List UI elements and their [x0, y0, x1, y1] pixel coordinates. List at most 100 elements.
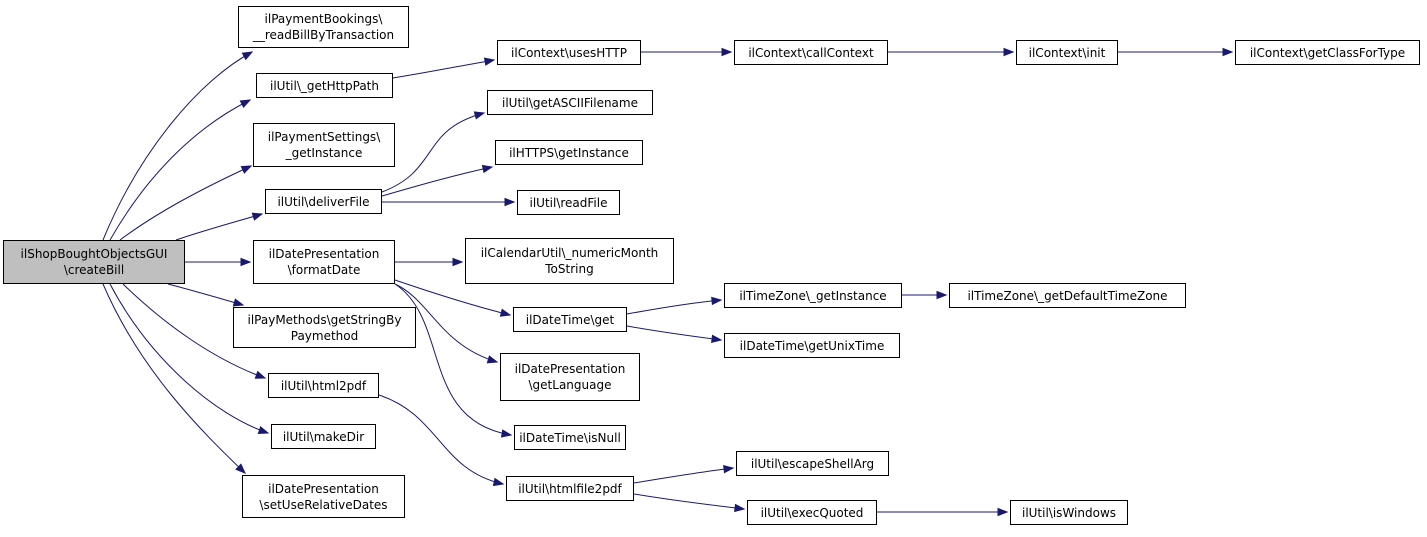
node-n_readfile[interactable]: ilUtil\readFile [517, 190, 620, 215]
node-n_unixtime[interactable]: ilDateTime\getUnixTime [724, 333, 900, 358]
node-label-line: \createBill [63, 263, 125, 277]
node-n_tzdefault[interactable]: ilTimeZone\_getDefaultTimeZone [949, 283, 1186, 308]
node-label-line: ilContext\callContext [748, 45, 874, 60]
node-label-line: ilUtil\escapeShellArg [750, 456, 875, 471]
node-label-line: Paymethod [290, 328, 359, 343]
node-n_getascii[interactable]: ilUtil\getASCIIFilename [487, 90, 653, 115]
node-n_https[interactable]: ilHTTPS\getInstance [495, 140, 643, 165]
arrowhead-n_useshttp [483, 57, 496, 66]
node-n_gethttppath[interactable]: ilUtil\_getHttpPath [256, 73, 393, 98]
node-n_execquoted[interactable]: ilUtil\execQuoted [747, 500, 877, 525]
node-label-line: ilTimeZone\_getDefaultTimeZone [967, 288, 1168, 303]
node-label-line: ilPaymentBookings\ [264, 12, 383, 26]
node-n_callcontext[interactable]: ilContext\callContext [734, 40, 888, 65]
edge-n_htmlfile2pdf-to-n_execquoted [633, 493, 745, 510]
node-n_escapeshell[interactable]: ilUtil\escapeShellArg [736, 451, 889, 476]
node-label-line: ilTimeZone\_getInstance [739, 288, 887, 303]
node-n_html2pdf[interactable]: ilUtil\html2pdf [268, 373, 379, 398]
node-label-line: ilContext\init [1028, 45, 1106, 60]
node-n_deliverfile[interactable]: ilUtil\deliverFile [265, 189, 382, 214]
node-n_formatdate[interactable]: ilDatePresentation\formatDate [253, 240, 395, 284]
edge-root-to-n_paysettings [119, 165, 252, 241]
edge-n_formatdate-to-n_datetimeget [394, 279, 511, 316]
node-label-line: ilUtil\execQuoted [760, 505, 864, 520]
edge-n_htmlfile2pdf-to-n_escapeshell [633, 467, 734, 484]
edge-n_datetimeget-to-n_tzinstance [626, 299, 722, 315]
arrowhead-n_makedir [257, 425, 270, 434]
node-n_tzinstance[interactable]: ilTimeZone\_getInstance [724, 283, 902, 308]
arrowhead-n_getascii [473, 111, 486, 120]
node-label-line: ilShopBoughtObjectsGUI [20, 247, 168, 261]
node-label-line: ilUtil\html2pdf [280, 378, 367, 393]
arrowhead-n_callcontext [721, 47, 733, 57]
node-label-line: \setUseRelativeDates [259, 497, 388, 512]
node-label-line: ilUtil\deliverFile [277, 194, 370, 209]
arrowhead-n_paysettings [240, 165, 253, 174]
arrowhead-n_gethttppath [239, 99, 252, 109]
arrowhead-n_escapeshell [723, 464, 735, 474]
edge-root-to-n_paymethods [167, 283, 244, 306]
node-label-line: ilUtil\makeDir [282, 429, 365, 444]
edge-n_deliverfile-to-n_https [381, 166, 493, 197]
node-label-line: ilDateTime\get [525, 312, 615, 327]
node-root[interactable]: ilShopBoughtObjectsGUI \createBill [3, 240, 185, 284]
node-label-line: ilDateTime\isNull [519, 430, 621, 445]
node-n_getlanguage[interactable]: ilDatePresentation\getLanguage [500, 353, 640, 401]
node-n_paysettings[interactable]: ilPaymentSettings\_getInstance [253, 123, 395, 167]
node-label-line: ilDateTime\getUnixTime [739, 338, 885, 353]
edge-root-to-n_deliverfile [175, 213, 263, 241]
arrowhead-n_isnull [500, 429, 513, 438]
arrowhead-n_tzinstance [711, 296, 723, 306]
edge-root-to-n_makedir [109, 283, 269, 434]
node-label-line: \getLanguage [528, 378, 612, 392]
node-n_datetimeget[interactable]: ilDateTime\get [513, 307, 627, 332]
node-label-line: ilUtil\htmlfile2pdf [518, 481, 622, 496]
edge-n_formatdate-to-n_getlanguage [394, 283, 498, 363]
node-n_getclassfortype[interactable]: ilContext\getClassForType [1235, 40, 1420, 65]
arrowhead-n_init [1003, 47, 1015, 57]
arrowhead-n_html2pdf [254, 370, 267, 379]
edge-n_deliverfile-to-n_getascii [381, 112, 485, 193]
edge-n_datetimeget-to-n_unixtime [626, 325, 722, 341]
arrowhead-n_htmlfile2pdf [492, 477, 505, 487]
edge-root-to-n_setrelative [102, 283, 246, 474]
node-label-line: ilHTTPS\getInstance [509, 145, 629, 160]
arrowhead-n_datetimeget [499, 308, 512, 317]
edge-root-to-n_readbill [102, 51, 253, 241]
arrowhead-n_tzdefault [936, 290, 948, 300]
node-n_setrelative[interactable]: ilDatePresentation\setUseRelativeDates [242, 475, 405, 518]
arrowhead-n_https [481, 164, 494, 174]
node-label-line: ilCalendarUtil\_numericMonth [480, 246, 659, 260]
node-n_isnull[interactable]: ilDateTime\isNull [514, 425, 626, 450]
node-n_iswindows[interactable]: ilUtil\isWindows [1010, 500, 1128, 525]
node-label-line: __readBillByTransaction [252, 28, 395, 42]
arrowhead-n_execquoted [734, 503, 746, 513]
node-n_readbill[interactable]: ilPaymentBookings\ __readBillByTransactio… [238, 6, 409, 48]
node-label-line: ilContext\getClassForType [1249, 45, 1406, 60]
node-label-line: ilUtil\readFile [529, 195, 608, 210]
node-label-line: \formatDate [287, 263, 361, 277]
arrowhead-n_readbill [241, 51, 254, 61]
edge-root-to-n_gethttppath [109, 99, 251, 241]
arrowhead-n_unixtime [711, 334, 723, 343]
edge-n_html2pdf-to-n_htmlfile2pdf [378, 394, 504, 485]
arrowhead-n_getclassfortype [1222, 47, 1234, 57]
node-label-line: ilContext\usesHTTP [511, 45, 627, 60]
node-label-line: ilPayMethods\getStringBy [247, 312, 402, 327]
node-n_useshttp[interactable]: ilContext\usesHTTP [497, 40, 641, 65]
arrowhead-n_readfile [504, 197, 516, 207]
node-n_init[interactable]: ilContext\init [1016, 40, 1118, 65]
arrowhead-n_numericmonth [452, 257, 464, 267]
arrowhead-n_getlanguage [486, 355, 499, 364]
node-n_htmlfile2pdf[interactable]: ilUtil\htmlfile2pdf [506, 476, 634, 501]
edge-root-to-n_html2pdf [122, 283, 266, 379]
node-label-line: ilUtil\isWindows [1021, 505, 1117, 520]
node-n_makedir[interactable]: ilUtil\makeDir [271, 424, 376, 449]
arrowhead-n_setrelative [235, 463, 246, 474]
node-label-line: ilUtil\_getHttpPath [270, 78, 379, 93]
arrowhead-n_deliverfile [251, 212, 264, 221]
